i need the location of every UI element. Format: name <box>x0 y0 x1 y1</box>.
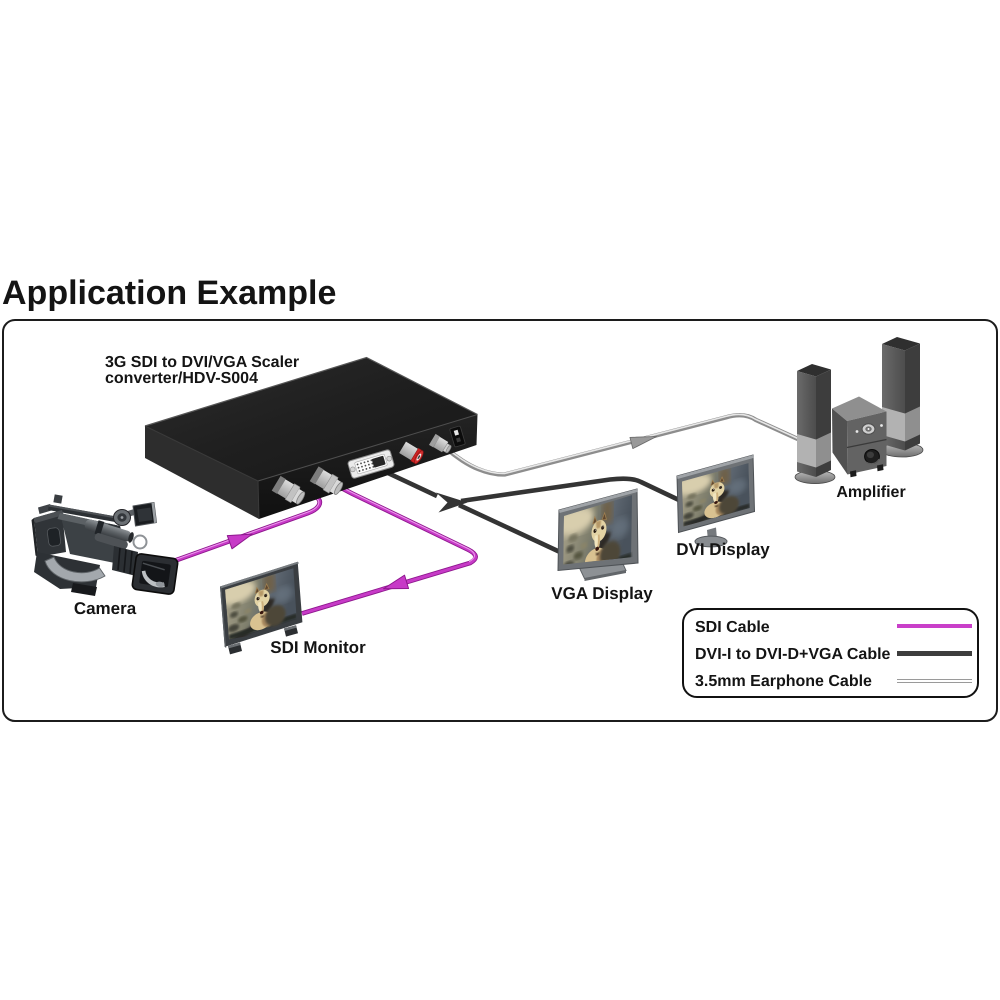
converter-label-line2: converter/HDV-S004 <box>105 369 258 387</box>
legend-swatch-earphone <box>897 679 972 683</box>
dvi-vga-cable <box>372 463 681 555</box>
dvi-display <box>676 454 756 548</box>
sdi-signal-arrow <box>383 574 410 590</box>
bnc-port-sdi-in <box>271 475 306 505</box>
amplifier-label: Amplifier <box>836 484 906 501</box>
converter-box <box>144 356 478 520</box>
legend-swatch-sdi <box>897 624 972 628</box>
sdi-monitor-label: SDI Monitor <box>270 638 366 657</box>
cable-legend: SDI Cable DVI-I to DVI-D+VGA Cable 3.5mm… <box>682 608 979 698</box>
vga-display-label: VGA Display <box>551 584 653 603</box>
amplifier <box>794 337 924 484</box>
converter-label-line1: 3G SDI to DVI/VGA Scaler <box>105 354 300 371</box>
camera-label: Camera <box>73 599 137 618</box>
earphone-signal-arrow <box>629 436 657 450</box>
page-title: Application Example <box>2 274 337 312</box>
sdi-signal-arrow <box>226 533 253 550</box>
legend-label-dvi: DVI-I to DVI-D+VGA Cable <box>695 646 891 663</box>
power-switch <box>449 425 466 448</box>
diagram-frame <box>2 319 998 722</box>
rca-audio-port <box>399 441 424 464</box>
dvi-cable-y-split <box>436 492 468 513</box>
converter-label: 3G SDI to DVI/VGA Scaler converter/HDV-S… <box>105 355 299 386</box>
bnc-port-sdi-out <box>309 466 344 495</box>
legend-swatch-dvi <box>897 651 972 656</box>
vga-display <box>557 488 639 581</box>
legend-label-earphone: 3.5mm Earphone Cable <box>695 673 872 690</box>
dvi-port <box>347 449 395 479</box>
earphone-cable <box>445 413 801 477</box>
sdi-monitor <box>220 561 303 655</box>
camera <box>31 494 179 596</box>
dvi-display-label: DVI Display <box>676 540 770 559</box>
legend-label-sdi: SDI Cable <box>695 619 770 636</box>
earphone-port <box>428 433 452 454</box>
